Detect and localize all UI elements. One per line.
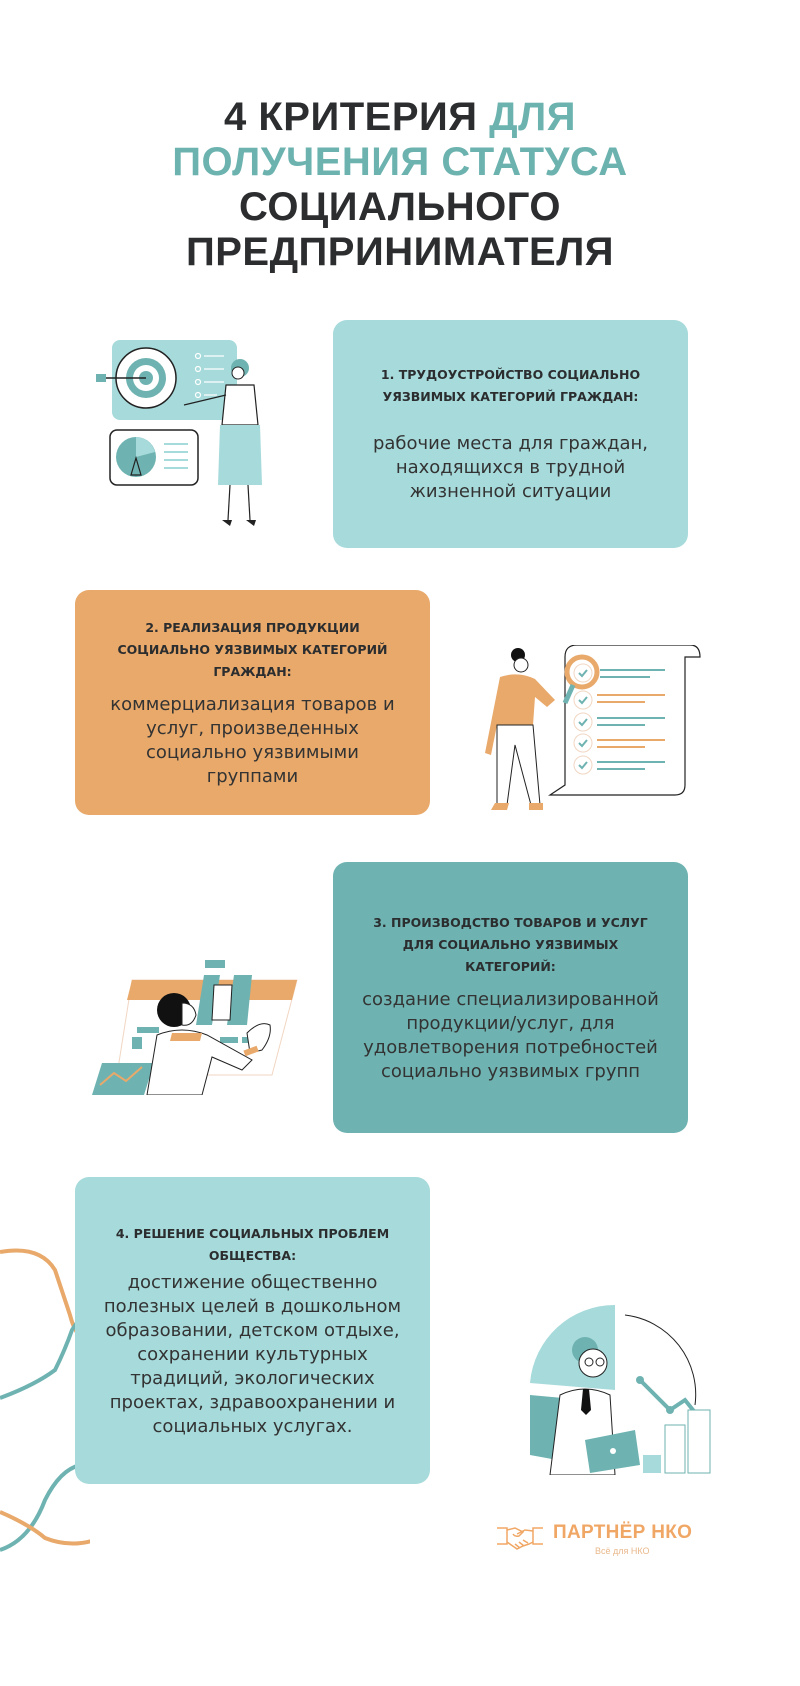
logo-tagline: Всё для НКО — [595, 1546, 650, 1556]
woman-checklist-magnifier-icon — [485, 645, 701, 810]
title-line1-accent: ДЛЯ — [489, 95, 576, 139]
criterion-card-4: 4. РЕШЕНИЕ СОЦИАЛЬНЫХ ПРОБЛЕМ ОБЩЕСТВА: … — [75, 1177, 430, 1484]
woman-presenting-target-icon — [96, 340, 262, 526]
criterion-card-1: 1. ТРУДОУСТРОЙСТВО СОЦИАЛЬНО УЯЗВИМЫХ КА… — [333, 320, 688, 548]
title-line2-accent: ПОЛУЧЕНИЯ СТАТУСА — [172, 140, 628, 184]
man-with-tablet-pie-chart-icon — [530, 1305, 711, 1475]
title-line1-dark: 4 КРИТЕРИЯ — [224, 95, 478, 139]
partner-nko-logo: ПАРТНЁР НКО Всё для НКО — [495, 1518, 705, 1563]
title-line3: СОЦИАЛЬНОГО — [239, 185, 561, 229]
criterion-heading: 2. РЕАЛИЗАЦИЯ ПРОДУКЦИИ СОЦИАЛЬНО УЯЗВИМ… — [117, 619, 388, 679]
man-analyzing-charts-icon — [92, 960, 298, 1095]
criterion-heading: 4. РЕШЕНИЕ СОЦИАЛЬНЫХ ПРОБЛЕМ ОБЩЕСТВА: — [115, 1225, 390, 1263]
criterion-heading: 1. ТРУДОУСТРОЙСТВО СОЦИАЛЬНО УЯЗВИМЫХ КА… — [380, 367, 641, 404]
page-title: 4 КРИТЕРИЯ ДЛЯ ПОЛУЧЕНИЯ СТАТУСА СОЦИАЛЬ… — [0, 95, 800, 275]
handshake-icon — [497, 1527, 543, 1550]
criterion-body: достижение общественно полезных целей в … — [103, 1271, 402, 1437]
criterion-body: создание специализированной продукции/ус… — [362, 988, 659, 1082]
logo-name: ПАРТНЁР НКО — [553, 1522, 693, 1543]
criterion-heading: 3. ПРОИЗВОДСТВО ТОВАРОВ И УСЛУГ ДЛЯ СОЦИ… — [373, 914, 648, 974]
title-line4: ПРЕДПРИНИМАТЕЛЯ — [185, 230, 615, 274]
criterion-card-2: 2. РЕАЛИЗАЦИЯ ПРОДУКЦИИ СОЦИАЛЬНО УЯЗВИМ… — [75, 590, 430, 815]
criterion-body: коммерциализация товаров и услуг, произв… — [110, 693, 395, 787]
criterion-body: рабочие места для граждан, находящихся в… — [372, 433, 649, 502]
criterion-card-3: 3. ПРОИЗВОДСТВО ТОВАРОВ И УСЛУГ ДЛЯ СОЦИ… — [333, 862, 688, 1133]
